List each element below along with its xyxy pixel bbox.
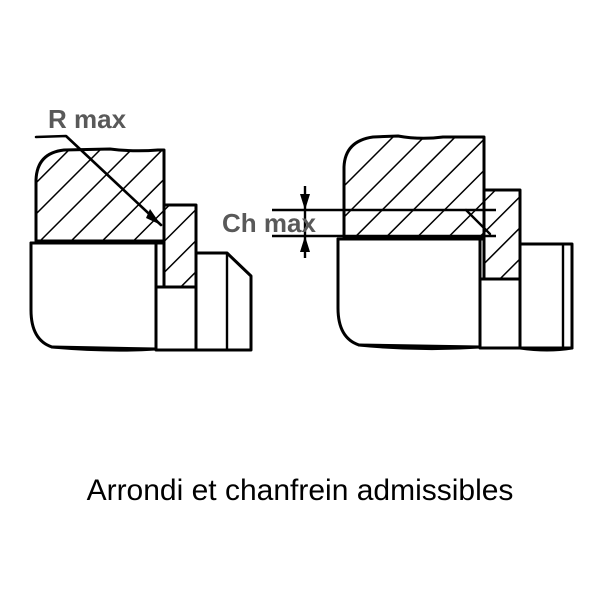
left-diagram-group: R max bbox=[29, 104, 253, 352]
left-block-hatching bbox=[36, 149, 164, 241]
right-hatched-column-outline bbox=[482, 188, 522, 281]
right-middle-step-part bbox=[478, 277, 522, 350]
left-hatched-block-outline bbox=[34, 147, 166, 243]
figure-caption: Arrondi et chanfrein admissibles bbox=[87, 474, 514, 507]
right-lower-body-outline bbox=[336, 237, 482, 349]
arrow-down-right-icon bbox=[146, 209, 161, 225]
left-hatched-column-outline bbox=[162, 203, 198, 289]
arrow-down-icon bbox=[300, 194, 310, 210]
r-max-leader-line bbox=[34, 134, 163, 227]
right-end-bottom-edge bbox=[518, 346, 574, 352]
arrow-up-icon bbox=[300, 236, 310, 252]
right-block-hatching bbox=[344, 136, 484, 237]
left-lower-body-outline bbox=[29, 241, 158, 351]
right-diagram-group: Ch max bbox=[222, 134, 574, 352]
left-body-bottom-edge bbox=[50, 345, 158, 352]
right-body-bottom-edge bbox=[357, 343, 482, 351]
left-middle-step-part bbox=[154, 285, 198, 352]
r-max-label: R max bbox=[48, 104, 127, 134]
left-chamfered-part-outline bbox=[194, 251, 253, 352]
ch-max-label: Ch max bbox=[222, 208, 316, 238]
right-chamfer-face bbox=[464, 208, 492, 236]
left-column-hatching bbox=[164, 205, 196, 287]
right-hatched-block-outline bbox=[342, 134, 486, 239]
